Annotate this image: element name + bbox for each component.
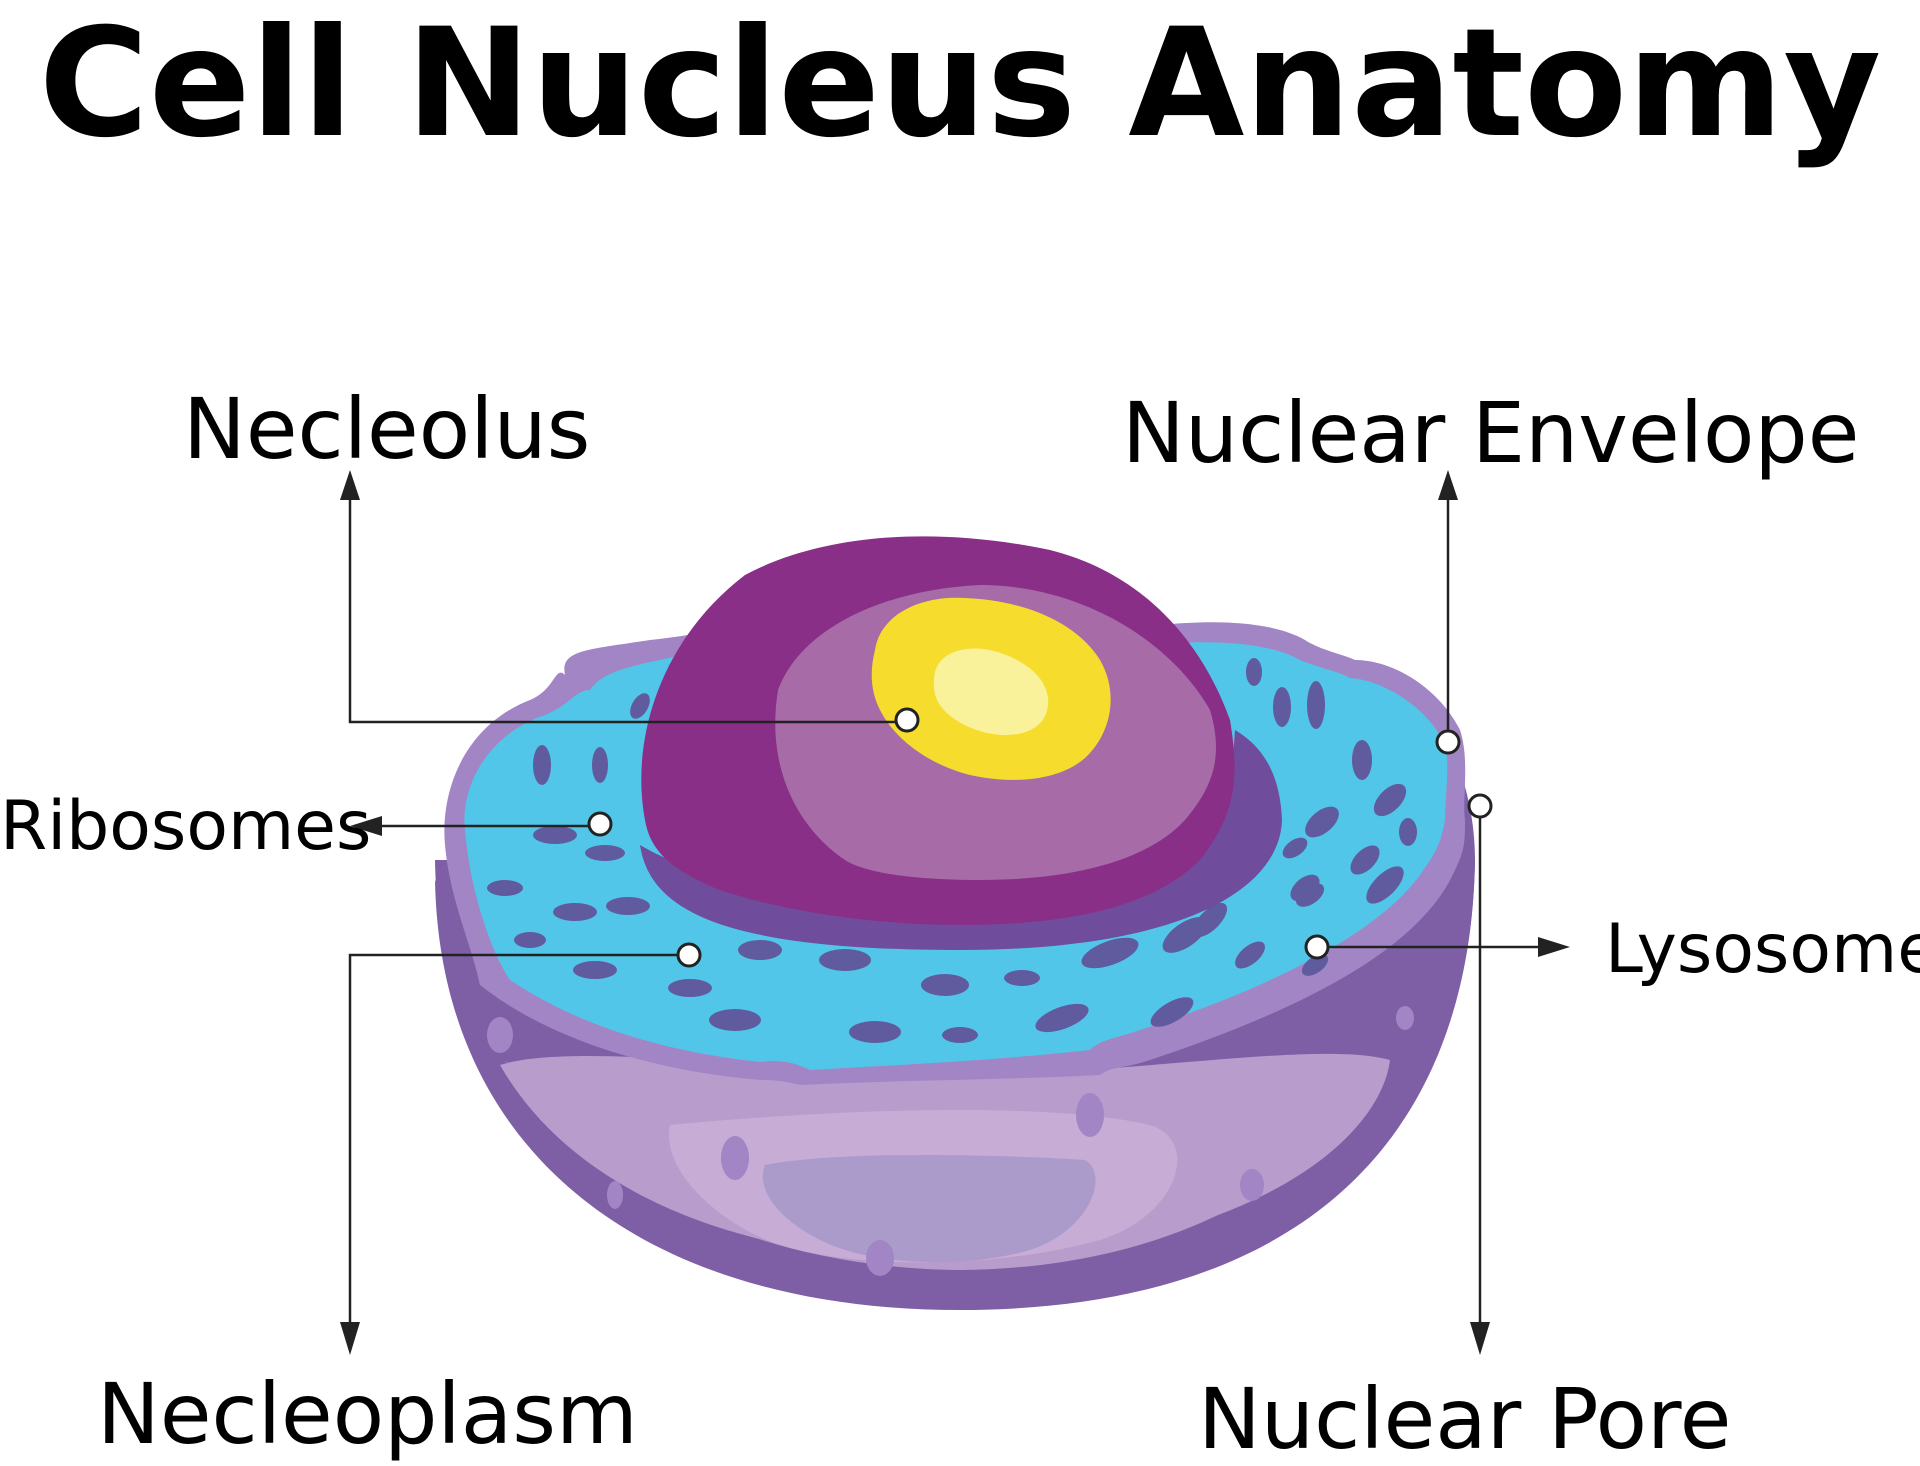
diagram-title: Cell Nucleus Anatomy [39,0,1881,171]
lower-bump [487,1017,513,1053]
lower-bump [721,1136,749,1180]
label-nucleoplasm: Necleoplasm [97,1365,638,1463]
label-ribosomes: Ribosomes [0,787,371,866]
label-nucleolus: Necleolus [183,380,590,478]
lower-bump [1396,1006,1414,1030]
lower-bump [866,1240,894,1276]
lower-bump [1240,1169,1264,1201]
nucleus-illustration [435,536,1475,1310]
lower-bump [607,1181,623,1209]
lower-bump [1076,1093,1104,1137]
label-nuclear-envelope: Nuclear Envelope [1122,384,1859,482]
label-nuclear-pore: Nuclear Pore [1198,1370,1731,1466]
label-lysosome: Lysosome [1605,910,1920,989]
